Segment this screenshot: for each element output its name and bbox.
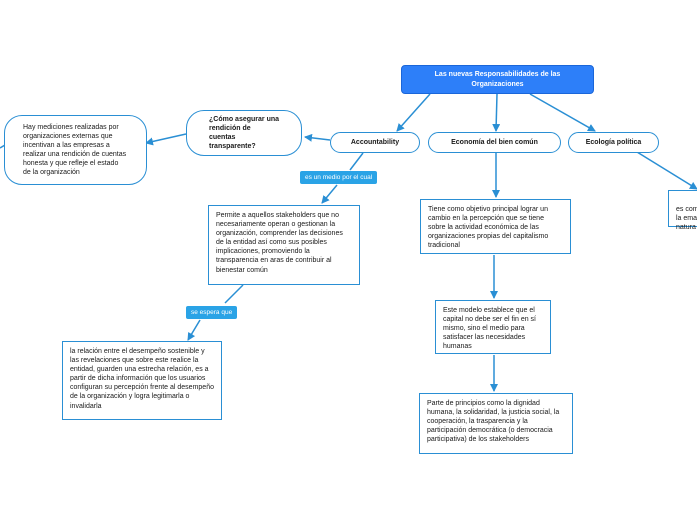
link-espera-result (187, 319, 201, 341)
node-ecologia-label: Ecología política (585, 138, 642, 146)
link-label-espera[interactable]: se espera que (186, 306, 238, 319)
link-ecologia-desc (636, 151, 697, 190)
node-mediciones[interactable]: Hay mediciones realizadas por organizaci… (4, 115, 147, 185)
node-accountability-result[interactable]: la relación entre el desempeño sostenibl… (62, 341, 222, 420)
link-label-espera-text: se espera que (191, 309, 233, 316)
node-economia-objetivo-text: Tiene como objetivo principal lograr un … (428, 206, 549, 250)
root-node[interactable]: Las nuevas Responsabilidades de las Orga… (401, 65, 594, 94)
node-ecologia[interactable]: Ecología política (568, 132, 659, 153)
link-accountability-medio (349, 152, 364, 171)
node-ecologia-desc[interactable]: es com la ema natura (668, 190, 697, 231)
node-question-label: ¿Cómo asegurar una rendición de cuentas … (209, 115, 280, 151)
node-ecologia-desc-text: es com la ema natura (676, 206, 697, 232)
link-root-economia (492, 93, 501, 132)
node-economia[interactable]: Economía del bien común (428, 132, 561, 153)
node-accountability[interactable]: Accountability (330, 132, 420, 153)
node-question[interactable]: ¿Cómo asegurar una rendición de cuentas … (186, 110, 302, 156)
link-root-accountability (396, 93, 431, 132)
link-root-ecologia (529, 93, 596, 132)
node-accountability-desc-text: Permite a aquellos stakeholders que no n… (216, 212, 343, 274)
root-title: Las nuevas Responsabilidades de las Orga… (434, 71, 561, 88)
link-desc-espera (224, 284, 244, 304)
link-label-medio[interactable]: es un medio por el cual (300, 171, 378, 184)
node-accountability-result-text: la relación entre el desempeño sostenibl… (70, 348, 214, 410)
node-mediciones-text: Hay mediciones realizadas por organizaci… (23, 123, 127, 177)
node-economia-principios[interactable]: Parte de principios como la dignidad hum… (419, 393, 573, 454)
node-economia-objetivo[interactable]: Tiene como objetivo principal lograr un … (420, 199, 571, 254)
link-label-medio-text: es un medio por el cual (305, 174, 373, 181)
link-accountability-question (304, 133, 331, 142)
node-economia-principios-text: Parte de principios como la dignidad hum… (427, 400, 560, 444)
node-economia-modelo[interactable]: Este modelo establece que el capital no … (435, 300, 551, 354)
link-question-mediciones (145, 133, 187, 146)
node-accountability-desc[interactable]: Permite a aquellos stakeholders que no n… (208, 205, 360, 285)
link-medio-desc (321, 184, 338, 204)
node-economia-modelo-text: Este modelo establece que el capital no … (443, 307, 537, 351)
node-accountability-label: Accountability (350, 138, 400, 146)
node-economia-label: Economía del bien común (451, 138, 538, 146)
